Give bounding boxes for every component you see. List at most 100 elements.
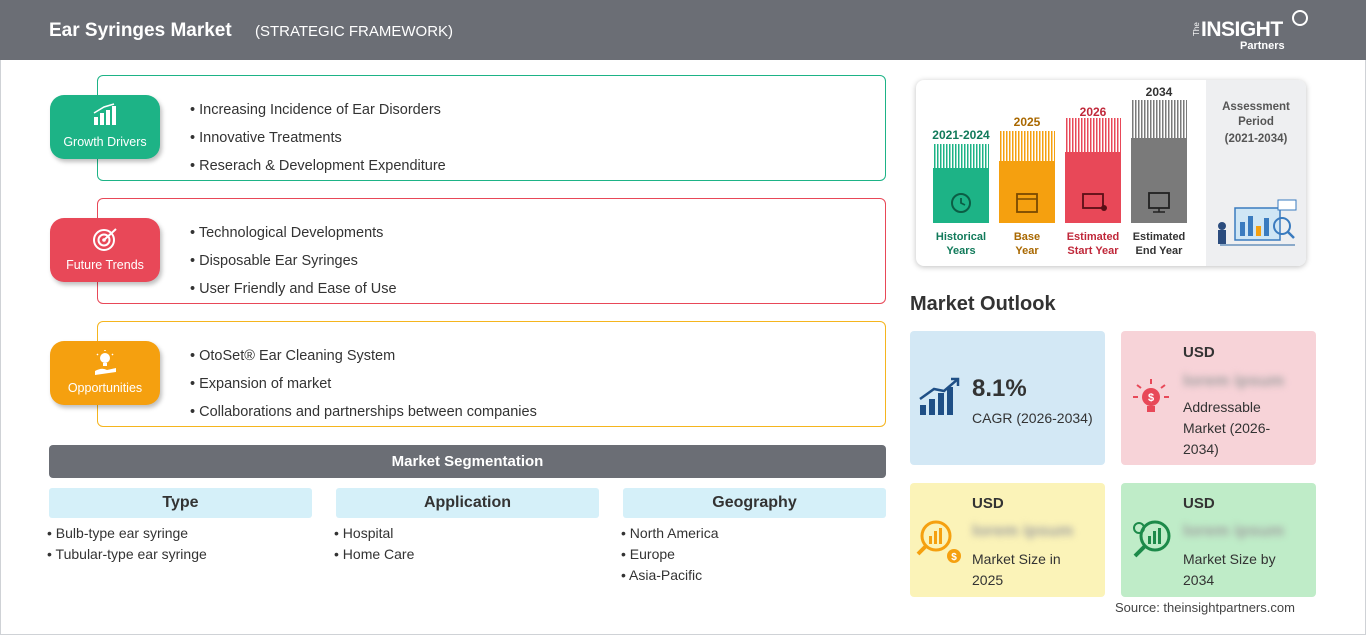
timeline-year-historical: 2021-2024 [932, 128, 990, 142]
label-line: Market Size by [1183, 551, 1276, 567]
label-line: Market (2026- [1183, 420, 1271, 436]
caption-line: Year [1015, 245, 1039, 257]
size2034-value-blurred: lorem ipsum [1183, 521, 1285, 540]
size2025-value-blurred: lorem ipsum [972, 521, 1074, 540]
label-line: 2034 [1183, 572, 1215, 588]
segment-type-header: Type [49, 488, 312, 518]
timeline-year-end: 2034 [1145, 85, 1173, 99]
caption-line: Start Year [1067, 245, 1119, 257]
assessment-label-line: Assessment [1222, 101, 1290, 113]
list-item: User Friendly and Ease of Use [190, 275, 396, 303]
lightbulb-hand-icon [95, 350, 116, 375]
end-bar-stripe [1131, 100, 1187, 140]
target-icon [93, 228, 117, 251]
timeline-caption-historical: Historical Years [921, 230, 1001, 258]
list-item: Collaborations and partnerships between … [190, 398, 537, 426]
segment-geography-header: Geography [623, 488, 886, 518]
logo-the: The [1192, 22, 1201, 36]
caption-line: Estimated [1132, 231, 1186, 243]
segment-geography-list: North America Europe Asia-Pacific [621, 523, 719, 586]
page-subtitle: (STRATEGIC FRAMEWORK) [255, 23, 454, 40]
list-item: Europe [621, 544, 719, 565]
historical-bar [933, 168, 989, 223]
logo-swirl-icon [1292, 10, 1308, 26]
list-item: Technological Developments [190, 219, 397, 247]
list-item: Home Care [334, 544, 415, 565]
list-item: Disposable Ear Syringes [190, 247, 397, 275]
caption-line: Base [1013, 231, 1041, 243]
timeline-year-start: 2026 [1079, 105, 1107, 119]
list-item: Hospital [334, 523, 414, 544]
opportunities-badge: Opportunities [50, 341, 160, 405]
growth-drivers-label: Growth Drivers [63, 135, 147, 149]
cagr-card: 8.1% CAGR (2026-2034) [910, 331, 1105, 465]
caption-line: Historical [935, 231, 987, 243]
size2025-label: Market Size in 2025 [972, 549, 1061, 591]
label-line: 2034) [1183, 441, 1219, 457]
list-item: Tubular-type ear syringe [47, 544, 207, 565]
future-trends-badge: Future Trends [50, 218, 160, 282]
addressable-usd: USD [1183, 344, 1215, 361]
list-item: Bulb-type ear syringe [47, 523, 207, 544]
analytics-illustration-icon [1218, 199, 1297, 246]
opportunities-box: OtoSet® Ear Cleaning System Expansion of… [97, 321, 886, 427]
timeline-caption-end: Estimated End Year [1119, 230, 1199, 258]
size2034-label: Market Size by 2034 [1183, 549, 1276, 591]
timeline-year-base: 2025 [1013, 115, 1041, 129]
calendar-icon [1016, 193, 1038, 213]
assessment-label-line: Period [1238, 116, 1274, 128]
addressable-value-blurred: lorem ipsum [1183, 371, 1285, 390]
market-outlook-title: Market Outlook [910, 293, 1056, 315]
future-trends-label: Future Trends [66, 258, 144, 272]
opportunities-label: Opportunities [67, 381, 143, 395]
list-item: OtoSet® Ear Cleaning System [190, 342, 537, 370]
insight-partners-logo[interactable]: The INSIGHT Partners [1192, 10, 1312, 54]
cagr-label: CAGR (2026-2034) [972, 410, 1093, 426]
source-credit[interactable]: Source: theinsightpartners.com [1115, 600, 1295, 615]
assessment-range: (2021-2034) [1224, 133, 1288, 145]
future-trends-box: Technological Developments Disposable Ea… [97, 198, 886, 304]
caption-line: Years [946, 245, 976, 257]
idea-bulb-icon: $ [1133, 379, 1169, 412]
segment-type-list: Bulb-type ear syringe Tubular-type ear s… [47, 523, 207, 565]
cagr-value: 8.1% [972, 375, 1027, 402]
list-item: Expansion of market [190, 370, 537, 398]
svg-text:$: $ [1148, 392, 1154, 404]
segmentation-header: Market Segmentation [49, 445, 886, 478]
start-bar [1065, 152, 1121, 223]
header-bar: Ear Syringes Market (STRATEGIC FRAMEWORK… [0, 0, 1366, 60]
magnifier-chart-icon: $ [916, 520, 961, 563]
timeline-card: 2021-2024 2025 2026 2034 Historical Year… [916, 80, 1306, 266]
size2025-usd: USD [972, 495, 1004, 512]
assessment-period-panel: Assessment Period (2021-2034) [1206, 80, 1306, 266]
start-bar-stripe [1065, 118, 1121, 154]
label-line: 2025 [972, 572, 1004, 588]
assessment-label: Assessment Period [1206, 100, 1306, 130]
magnifier-chart-icon [1133, 520, 1171, 558]
opportunities-list: OtoSet® Ear Cleaning System Expansion of… [190, 342, 537, 426]
list-item: Reserach & Development Expenditure [190, 152, 446, 180]
growth-drivers-list: Increasing Incidence of Ear Disorders In… [190, 96, 446, 180]
size2034-usd: USD [1183, 495, 1215, 512]
list-item: Asia-Pacific [621, 565, 719, 586]
timeline-caption-start: Estimated Start Year [1053, 230, 1133, 258]
addressable-market-card: $ USD lorem ipsum Addressable Market (20… [1121, 331, 1316, 465]
market-size-2025-card: $ USD lorem ipsum Market Size in 2025 [910, 483, 1105, 597]
logo-insight: INSIGHT [1201, 18, 1283, 41]
timeline-bars [933, 100, 1187, 223]
logo-partners: Partners [1240, 40, 1285, 52]
list-item: Increasing Incidence of Ear Disorders [190, 96, 446, 124]
base-bar [999, 161, 1055, 223]
timeline-caption-base: Base Year [987, 230, 1067, 258]
growth-drivers-box: Increasing Incidence of Ear Disorders In… [97, 75, 886, 181]
list-item: Innovative Treatments [190, 124, 446, 152]
market-size-2034-card: USD lorem ipsum Market Size by 2034 [1121, 483, 1316, 597]
history-clock-icon [951, 193, 971, 213]
historical-bar-stripe [933, 144, 989, 170]
svg-text:$: $ [951, 552, 957, 563]
growth-chart-icon [919, 377, 960, 415]
page-title: Ear Syringes Market [49, 20, 232, 41]
addressable-label: Addressable Market (2026- 2034) [1183, 397, 1270, 460]
segment-application-list: Hospital Home Care [334, 523, 415, 565]
caption-line: End Year [1135, 245, 1183, 257]
